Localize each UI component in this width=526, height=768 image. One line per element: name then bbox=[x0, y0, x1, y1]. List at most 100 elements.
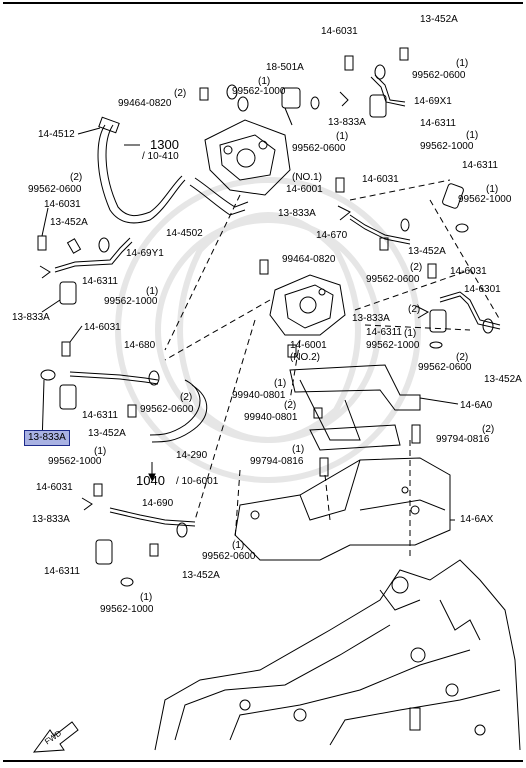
sensor-parts bbox=[59, 94, 464, 565]
label-14-69y1: 14-69Y1 bbox=[126, 248, 164, 259]
label-13-833a: 13-833A bbox=[278, 208, 316, 219]
label-99940-0801: 99940-0801 bbox=[244, 412, 298, 423]
label-14-6031: 14-6031 bbox=[362, 174, 399, 185]
label-qty: (1) bbox=[336, 131, 349, 142]
reference-arrows bbox=[124, 144, 156, 482]
label-13-833a: 13-833A bbox=[12, 312, 50, 323]
label-14-6311: 14-6311 bbox=[44, 566, 80, 577]
label-99562-1000: 99562-1000 bbox=[104, 296, 158, 307]
label-10-6001: / 10-6001 bbox=[176, 476, 219, 487]
label-14-6301: 14-6301 bbox=[464, 284, 501, 295]
pipe-14-680 bbox=[69, 371, 159, 385]
label-qty: (1) bbox=[140, 592, 153, 603]
pipe-14-670 bbox=[349, 214, 411, 245]
label-14-6ax: 14-6AX bbox=[460, 514, 494, 525]
label-14-6031-top: 14-6031 bbox=[321, 26, 358, 37]
label-13-833a: 13-833A bbox=[352, 313, 390, 324]
bracket-14-6a0 bbox=[289, 364, 421, 451]
label-99464-0820: 99464-0820 bbox=[282, 254, 336, 265]
label-14-290: 14-290 bbox=[176, 450, 208, 461]
label-qty: (2) bbox=[180, 392, 193, 403]
label-qty: (1) bbox=[258, 76, 271, 87]
label-qty: (2) bbox=[70, 172, 83, 183]
label-14-6001: 14-6001 bbox=[290, 340, 327, 351]
label-99464-0820: 99464-0820 bbox=[118, 98, 172, 109]
label-1300: 1300 bbox=[150, 137, 179, 152]
label-99562-0600: 99562-0600 bbox=[366, 274, 420, 285]
label-qty: (1) bbox=[232, 540, 245, 551]
label-99562-0600: 99562-0600 bbox=[418, 362, 472, 373]
washer-parts bbox=[40, 64, 494, 587]
top-rule bbox=[3, 2, 523, 4]
label-14-6311: 14-6311 bbox=[462, 160, 498, 171]
dashed-leader-lines bbox=[164, 179, 501, 560]
watermark-emblem bbox=[115, 177, 421, 483]
label-14-6a0: 14-6A0 bbox=[460, 400, 493, 411]
bolt-parts bbox=[37, 47, 437, 557]
label-13-833a: 13-833A bbox=[32, 514, 70, 525]
label-14-6031: 14-6031 bbox=[84, 322, 121, 333]
label-13-833a: 13-833A bbox=[328, 117, 366, 128]
label-qty: (2) bbox=[408, 304, 421, 315]
label-14-69x1: 14-69X1 bbox=[414, 96, 452, 107]
label-no2: (NO.2) bbox=[290, 352, 320, 363]
label-99562-0600: 99562-0600 bbox=[28, 184, 82, 195]
label-qty: (2) bbox=[456, 352, 469, 363]
label-10-410: / 10-410 bbox=[142, 151, 179, 162]
label-13-452a-top: 13-452A bbox=[420, 14, 458, 25]
label-qty: (1) bbox=[146, 286, 159, 297]
upper-valve-assembly bbox=[204, 87, 301, 196]
label-99562-1000: 99562-1000 bbox=[420, 141, 474, 152]
label-99562-0600: 99562-0600 bbox=[202, 551, 256, 562]
label-99562-1000: 99562-1000 bbox=[458, 194, 512, 205]
label-99562-1000: 99562-1000 bbox=[48, 456, 102, 467]
label-14-6311: 14-6311 bbox=[420, 118, 456, 129]
fwd-arrow-icon bbox=[32, 721, 79, 753]
label-qty: (1) bbox=[292, 444, 305, 455]
label-qty: (1) bbox=[94, 446, 107, 457]
label-18-501a: 18-501A bbox=[266, 62, 304, 73]
hose-14-4512 bbox=[97, 116, 186, 224]
highlighted-part-label[interactable]: 13-833A bbox=[24, 430, 70, 446]
label-14-6031: 14-6031 bbox=[450, 266, 487, 277]
label-qty: (2) bbox=[410, 262, 423, 273]
label-qty: (1) bbox=[404, 328, 417, 339]
pipe-14-69y1 bbox=[54, 237, 133, 273]
label-13-452a: 13-452A bbox=[182, 570, 220, 581]
label-99562-0600: 99562-0600 bbox=[140, 404, 194, 415]
label-14-690: 14-690 bbox=[142, 498, 174, 509]
label-14-6031: 14-6031 bbox=[44, 199, 81, 210]
label-qty: (2) bbox=[482, 424, 495, 435]
label-qty: (1) bbox=[486, 184, 499, 195]
label-14-6311: 14-6311 bbox=[82, 276, 118, 287]
label-no1: (NO.1) bbox=[292, 172, 322, 183]
label-14-680: 14-680 bbox=[124, 340, 156, 351]
bottom-rule bbox=[3, 760, 523, 762]
hose-14-4502 bbox=[189, 177, 249, 216]
hose-14-290 bbox=[149, 379, 208, 443]
label-qty: (2) bbox=[174, 88, 187, 99]
label-qty: (1) bbox=[466, 130, 479, 141]
label-99562-0600: 99562-0600 bbox=[292, 143, 346, 154]
pipe-14-69x1 bbox=[370, 74, 406, 107]
label-13-452a: 13-452A bbox=[408, 246, 446, 257]
label-99562-0600: 99562-0600 bbox=[412, 70, 466, 81]
label-99794-0816: 99794-0816 bbox=[436, 434, 490, 445]
label-14-4512: 14-4512 bbox=[38, 129, 75, 140]
label-14-670: 14-670 bbox=[316, 230, 348, 241]
label-qty: (1) bbox=[456, 58, 469, 69]
label-14-6311: 14-6311 bbox=[366, 327, 402, 338]
label-99562-1000: 99562-1000 bbox=[232, 86, 286, 97]
label-14-6311: 14-6311 bbox=[82, 410, 118, 421]
bracket-14-6ax bbox=[234, 457, 451, 561]
label-99940-0801: 99940-0801 bbox=[232, 390, 286, 401]
label-qty: (1) bbox=[274, 378, 287, 389]
label-1040: 1040 bbox=[136, 473, 165, 488]
label-13-452a: 13-452A bbox=[484, 374, 522, 385]
clip-parts bbox=[39, 91, 430, 511]
label-99562-1000: 99562-1000 bbox=[100, 604, 154, 615]
label-99794-0816: 99794-0816 bbox=[250, 456, 304, 467]
label-14-4502: 14-4502 bbox=[166, 228, 203, 239]
label-13-452a: 13-452A bbox=[88, 428, 126, 439]
